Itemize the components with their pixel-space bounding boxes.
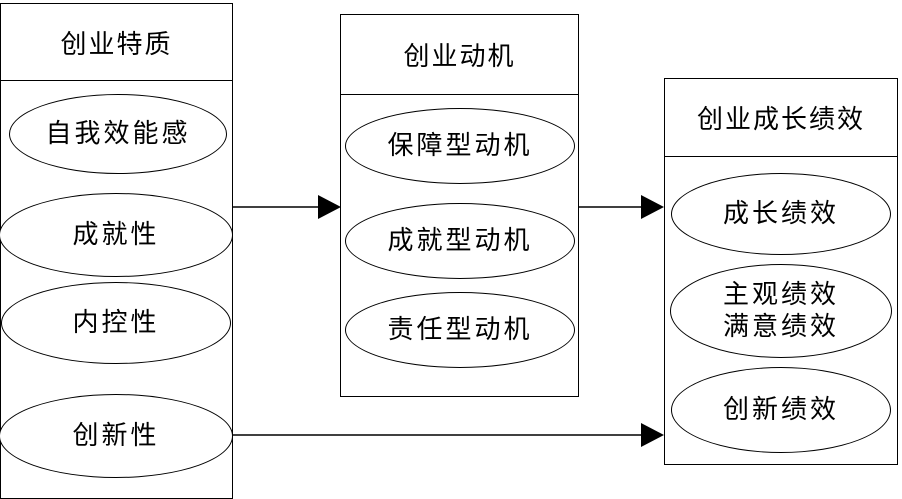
performance-subjective-satisfaction: 主观绩效 满意绩效 <box>670 264 892 358</box>
trait-innovation: 创新性 <box>0 394 233 478</box>
traits-title: 创业特质 <box>1 4 232 81</box>
motivation-responsibility: 责任型动机 <box>345 292 575 368</box>
performance-innovation: 创新绩效 <box>671 367 891 453</box>
performance-title: 创业成长绩效 <box>665 79 897 157</box>
trait-achievement: 成就性 <box>0 193 233 277</box>
performance-satisfaction-label: 满意绩效 <box>722 312 839 342</box>
motivation-title: 创业动机 <box>341 15 578 95</box>
arrow-motivation-to-performance <box>579 195 664 219</box>
motivation-achievement: 成就型动机 <box>345 203 575 279</box>
trait-self-efficacy: 自我效能感 <box>9 94 227 174</box>
arrow-traits-to-performance <box>233 423 664 447</box>
trait-locus-of-control: 内控性 <box>1 282 231 364</box>
motivation-security: 保障型动机 <box>345 108 575 184</box>
performance-growth: 成长绩效 <box>671 173 891 255</box>
performance-subjective-label: 主观绩效 <box>722 279 839 310</box>
arrow-traits-to-motivation <box>233 195 341 219</box>
